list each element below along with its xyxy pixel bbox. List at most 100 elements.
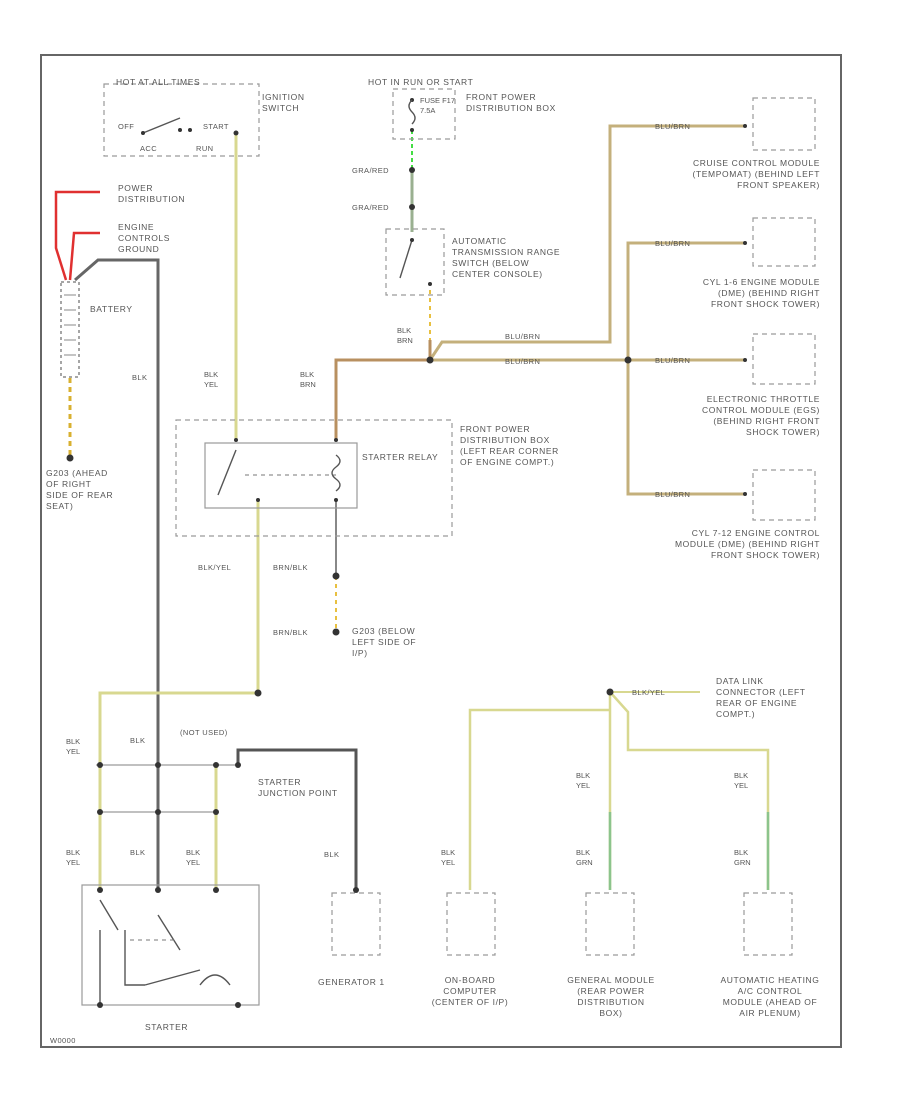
label-front-pdb: FRONT POWER DISTRIBUTION BOX — [466, 92, 556, 113]
label-blk-yel-8: BLK YEL — [576, 771, 591, 790]
label-onboard-computer: ON-BOARD COMPUTER (CENTER OF I/P) — [431, 975, 509, 1007]
ecm-7-12-box — [743, 469, 816, 521]
label-ecm-7-12: CYL 7-12 ENGINE CONTROL MODULE (DME) (BE… — [675, 528, 820, 560]
label-power-distribution: POWER DISTRIBUTION — [118, 183, 186, 204]
label-fuse-fo: FUSE F17 7.5A — [420, 96, 456, 115]
label-blu-brn-3: BLU/BRN — [655, 122, 690, 131]
wire-blu-brn-cruise — [428, 124, 745, 361]
label-gra-red-1: GRA/RED — [352, 166, 389, 175]
label-blu-brn-2: BLU/BRN — [505, 357, 540, 366]
ecm-1-6-box — [743, 217, 816, 267]
label-front-pdb-fo: FRONT POWER DISTRIBUTION BOX — [466, 92, 556, 113]
label-blk-brn-2: BLK BRN — [300, 370, 316, 389]
label-blk-yel-9: BLK YEL — [734, 771, 749, 790]
label-blu-brn-6: BLU/BRN — [655, 490, 690, 499]
label-blk-yel-2: BLK/YEL — [198, 563, 231, 572]
splice-points — [97, 167, 632, 815]
label-blk-grn-1-fo: BLK GRN — [576, 848, 593, 867]
label-atrs: AUTOMATIC TRANSMISSION RANGE SWITCH (BEL… — [452, 236, 561, 279]
label-blk-yel-8-fo: BLK YEL — [576, 771, 591, 790]
label-blk-yel-6: BLK YEL — [186, 848, 201, 867]
etc-module-box — [743, 333, 816, 385]
label-blk-yel-7: BLK YEL — [441, 848, 456, 867]
fuse-f17 — [392, 88, 456, 140]
label-auto-hvac: AUTOMATIC HEATING A/C CONTROL MODULE (AH… — [720, 975, 820, 1018]
hvac-box — [743, 892, 793, 956]
wire-blk-ground — [74, 258, 160, 890]
label-acc: ACC — [140, 144, 157, 153]
battery — [60, 281, 80, 462]
label-blk-yel-6-fo: BLK YEL — [186, 848, 201, 867]
label-cruise-fo: CRUISE CONTROL MODULE (TEMPOMAT) (BEHIND… — [692, 158, 820, 190]
label-off: OFF — [118, 122, 134, 131]
label-cruise-module: CRUISE CONTROL MODULE (TEMPOMAT) (BEHIND… — [692, 158, 820, 190]
ignition-switch — [103, 83, 260, 157]
label-brn-blk-2: BRN/BLK — [273, 628, 308, 637]
obc-box — [446, 892, 496, 956]
wire-blk-yel-starter — [98, 500, 260, 890]
label-hot-in-start: HOT IN RUN OR START — [368, 77, 473, 87]
label-junction-fo: STARTER JUNCTION POINT — [258, 777, 338, 798]
label-blk-yel-1: BLK YEL — [204, 370, 219, 389]
label-g203b-fo: G203 (BELOW LEFT SIDE OF I/P) — [352, 626, 417, 658]
wire-red-engine — [68, 231, 100, 281]
label-run: RUN — [196, 144, 213, 153]
label-corner-code: W0000 — [50, 1036, 76, 1045]
label-blk-4: BLK — [324, 850, 339, 859]
label-blk-3: BLK — [130, 848, 145, 857]
label-hot-all-times: HOT AT ALL TIMES — [116, 77, 200, 87]
label-fuse: FUSE F17 7.5A — [420, 96, 456, 115]
label-dlc-fo: DATA LINK CONNECTOR (LEFT REAR OF ENGINE… — [716, 676, 806, 719]
label-gra-red-2: GRA/RED — [352, 203, 389, 212]
label-front-pdb-2-fo: FRONT POWER DISTRIBUTION BOX (LEFT REAR … — [460, 424, 559, 467]
label-blk-yel-3: BLK/YEL — [632, 688, 665, 697]
label-blu-brn-5: BLU/BRN — [655, 356, 690, 365]
label-front-pdb-2: FRONT POWER DISTRIBUTION BOX (LEFT REAR … — [460, 424, 559, 467]
label-starter: STARTER — [145, 1022, 188, 1032]
starter-relay — [175, 419, 453, 537]
label-gm-fo: GENERAL MODULE (REAR POWER DISTRIBUTION … — [567, 975, 655, 1018]
cruise-module-box — [743, 97, 816, 151]
wire-red-power — [54, 190, 100, 281]
label-blk-brn-2-fo: BLK BRN — [300, 370, 316, 389]
label-blk-yel-7-fo: BLK YEL — [441, 848, 456, 867]
label-g203: G203 (AHEAD OF RIGHT SIDE OF REAR SEAT) — [46, 468, 114, 511]
wire-blu-brn-ecm2 — [626, 360, 745, 496]
wire-generator — [236, 748, 358, 890]
gm-box — [585, 892, 635, 956]
label-blk-brn-1: BLK BRN — [397, 326, 413, 345]
label-blk-yel-1-fo: BLK YEL — [204, 370, 219, 389]
range-switch — [385, 228, 445, 296]
label-blk-brn-1-fo: BLK BRN — [397, 326, 413, 345]
label-g203-fo: G203 (AHEAD OF RIGHT SIDE OF REAR SEAT) — [46, 468, 114, 511]
label-g203b: G203 (BELOW LEFT SIDE OF I/P) — [352, 626, 417, 658]
label-blk-grn-1: BLK GRN — [576, 848, 593, 867]
label-blk-grn-2: BLK GRN — [734, 848, 751, 867]
label-blk-yel-5: BLK YEL — [66, 848, 81, 867]
label-ignition-switch-fo: IGNITION SWITCH — [262, 92, 305, 113]
label-blk-2: BLK — [130, 736, 145, 745]
label-data-link: DATA LINK CONNECTOR (LEFT REAR OF ENGINE… — [716, 676, 806, 719]
label-start: START — [203, 122, 229, 131]
label-blk-yel-5-fo: BLK YEL — [66, 848, 81, 867]
label-ignition-switch: IGNITION SWITCH — [262, 92, 305, 113]
wire-obc — [468, 708, 610, 890]
labels: HOT AT ALL TIMES IGNITION SWITCH OFF STA… — [46, 77, 820, 1045]
label-ecm1-fo: CYL 1-6 ENGINE MODULE (DME) (BEHIND RIGH… — [703, 277, 820, 309]
diagram-frame — [40, 54, 842, 1048]
label-blk-yel-4: BLK YEL — [66, 737, 81, 756]
label-obc-fo: ON-BOARD COMPUTER (CENTER OF I/P) — [431, 975, 509, 1007]
label-blu-brn-1: BLU/BRN — [505, 332, 540, 341]
label-blk-1: BLK — [132, 373, 147, 382]
label-battery: BATTERY — [90, 304, 133, 314]
label-starter-relay: STARTER RELAY — [362, 452, 438, 462]
label-engine-controls-ground: ENGINE CONTROLS GROUND — [118, 222, 171, 254]
label-blk-yel-9-fo: BLK YEL — [734, 771, 749, 790]
label-general-module: GENERAL MODULE (REAR POWER DISTRIBUTION … — [567, 975, 655, 1018]
label-ecg-fo: ENGINE CONTROLS GROUND — [118, 222, 171, 254]
label-ecm2-fo: CYL 7-12 ENGINE CONTROL MODULE (DME) (BE… — [675, 528, 820, 560]
label-power-dist-fo: POWER DISTRIBUTION — [118, 183, 186, 204]
label-starter-junction: STARTER JUNCTION POINT — [258, 777, 338, 798]
label-not-used: (NOT USED) — [180, 728, 228, 737]
